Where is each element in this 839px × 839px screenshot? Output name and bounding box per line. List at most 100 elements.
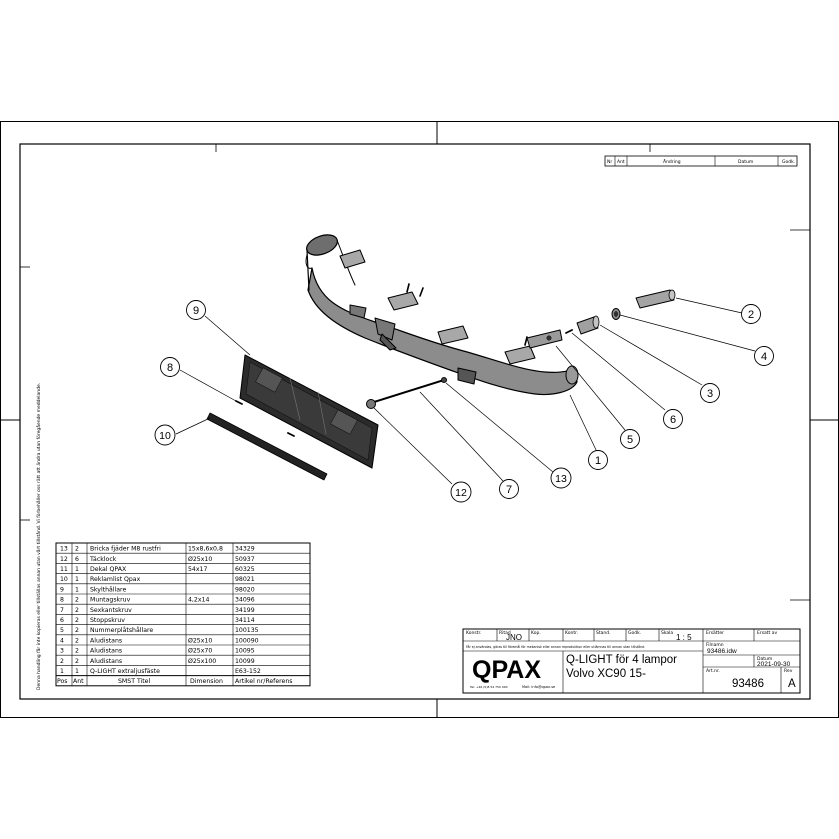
bom-cell-artikel: 34114 bbox=[235, 617, 255, 624]
callout-8: 8 bbox=[160, 357, 180, 377]
bom-header-pos: Pos bbox=[57, 678, 68, 685]
leader-lines bbox=[175, 297, 756, 485]
advert-strip bbox=[206, 412, 328, 481]
bom-cell-pos: 8 bbox=[60, 597, 64, 604]
revision-table: Nr Ant Ändring Datum Godk. bbox=[604, 155, 798, 167]
skala-label: Skala bbox=[661, 630, 673, 636]
bom-cell-titel: Aludistans bbox=[90, 658, 122, 665]
konstr-label: Konstr. bbox=[466, 630, 481, 636]
bom-cell-ant: 6 bbox=[75, 556, 79, 563]
bom-cell-pos: 7 bbox=[60, 607, 64, 614]
bom-header-dimension: Dimension bbox=[190, 678, 223, 685]
bom-cell-pos: 3 bbox=[60, 648, 64, 655]
kop-label: Kop. bbox=[531, 630, 541, 636]
svg-text:1: 1 bbox=[595, 455, 601, 467]
contact-mail: Mail: info@qpax.se bbox=[522, 685, 555, 689]
bom-cell-dimension: Ø25x10 bbox=[188, 636, 212, 644]
godk-label: Godk. bbox=[628, 630, 641, 636]
ritad-label: Ritad bbox=[499, 630, 511, 636]
bom-cell-titel: Q-LIGHT extraljusfäste bbox=[90, 668, 160, 675]
bom-cell-dimension: 15x8,6x0,8 bbox=[188, 546, 223, 553]
bom-header-ant: Ant bbox=[73, 678, 84, 685]
bom-cell-pos: 10 bbox=[60, 576, 68, 583]
bom-cell-artikel: E63-152 bbox=[235, 668, 261, 675]
callout-7: 7 bbox=[499, 479, 519, 499]
bom-cell-dimension: Ø25x100 bbox=[188, 657, 216, 665]
bom-header-artikel: Artikel nr/Referens bbox=[235, 678, 293, 685]
svg-text:4: 4 bbox=[761, 351, 767, 363]
drawing-title-line1: Q-LIGHT för 4 lampor bbox=[566, 654, 677, 666]
ritad-value: JNO bbox=[506, 633, 522, 642]
bom-cell-pos: 4 bbox=[60, 637, 64, 644]
svg-text:9: 9 bbox=[193, 305, 199, 317]
bom-cell-titel: Stoppskruv bbox=[90, 617, 125, 624]
bom-cell-ant: 1 bbox=[75, 566, 79, 573]
bom-cell-artikel: 10099 bbox=[235, 658, 255, 665]
contact-tel: Tel: +46 (0)8 54 750 000 bbox=[469, 685, 508, 689]
rev-header-godk: Godk. bbox=[782, 159, 795, 165]
bom-cell-ant: 2 bbox=[75, 648, 79, 655]
filnamn-label: Filnamn bbox=[706, 642, 724, 648]
bom-cell-pos: 11 bbox=[60, 566, 68, 573]
datum-value: 2021-09-30 bbox=[757, 661, 791, 668]
bom-cell-ant: 1 bbox=[75, 576, 79, 583]
svg-text:3: 3 bbox=[707, 388, 713, 400]
skala-value: 1 : 5 bbox=[676, 633, 692, 642]
bom-cell-ant: 2 bbox=[75, 627, 79, 634]
bom-cell-titel: Aludistans bbox=[90, 637, 122, 644]
bom-cell-ant: 1 bbox=[75, 668, 79, 675]
drawing-title-line2: Volvo XC90 15- bbox=[566, 668, 646, 680]
bom-cell-ant: 1 bbox=[75, 586, 79, 593]
rev-header-nr: Nr bbox=[607, 159, 612, 165]
callout-1: 1 bbox=[588, 450, 608, 470]
bom-cell-ant: 2 bbox=[75, 658, 79, 665]
bom-cell-dimension: Ø25x70 bbox=[188, 647, 212, 655]
bom-cell-artikel: 100135 bbox=[235, 627, 259, 634]
rev-header-andring: Ändring bbox=[663, 158, 681, 165]
artnr-value: 93486 bbox=[732, 678, 764, 690]
bom-cell-titel: Nummerplåtshållare bbox=[90, 625, 153, 634]
legal-note: Får ej användas, göras till föremål för … bbox=[466, 644, 645, 649]
artnr-label: Art.nr. bbox=[706, 668, 720, 674]
plate-holder bbox=[526, 329, 563, 349]
svg-text:6: 6 bbox=[670, 414, 676, 426]
bom-cell-pos: 9 bbox=[60, 586, 64, 593]
long-bolt bbox=[373, 379, 445, 403]
side-note: Denna handling får inte kopieras eller t… bbox=[35, 383, 42, 690]
svg-text:12: 12 bbox=[455, 487, 467, 499]
mounting-screw bbox=[235, 400, 243, 405]
kontr-label: Kontr. bbox=[565, 630, 578, 636]
ersatter-label: Ersätter bbox=[706, 630, 724, 636]
callout-10: 10 bbox=[154, 424, 176, 446]
bom-cell-titel: Skylthållare bbox=[90, 584, 126, 593]
light-bracket-tube bbox=[305, 234, 579, 396]
rev-value: A bbox=[788, 678, 796, 690]
set-screw bbox=[565, 329, 573, 334]
bom-cell-pos: 12 bbox=[60, 556, 68, 563]
callout-12: 12 bbox=[450, 481, 472, 503]
callout-3: 3 bbox=[700, 383, 720, 403]
callout-13: 13 bbox=[550, 467, 572, 489]
bom-cell-dimension: 4,2x14 bbox=[188, 597, 209, 604]
bom-cell-pos: 13 bbox=[60, 546, 68, 553]
filnamn-value: 93486.idw bbox=[707, 648, 737, 655]
stand-label: Stand. bbox=[596, 630, 611, 636]
callout-2: 2 bbox=[741, 304, 761, 324]
bom-cell-ant: 2 bbox=[75, 617, 79, 624]
bom-cell-artikel: 34329 bbox=[235, 546, 255, 553]
rev-header-ant: Ant bbox=[617, 159, 625, 165]
bom-cell-ant: 2 bbox=[75, 607, 79, 614]
bom-cell-ant: 2 bbox=[75, 597, 79, 604]
bom-cell-ant: 2 bbox=[75, 546, 79, 553]
callout-5: 5 bbox=[620, 429, 640, 449]
datum-label: Datum bbox=[757, 656, 772, 662]
exploded-assembly-drawing bbox=[206, 234, 676, 481]
svg-text:8: 8 bbox=[167, 362, 173, 374]
washer-13 bbox=[440, 376, 447, 383]
bom-cell-titel: Täcklock bbox=[89, 556, 117, 563]
bom-cell-artikel: 34199 bbox=[235, 607, 255, 614]
sheet-inner-border bbox=[19, 143, 811, 700]
bom-cell-titel: Reklamlist Qpax bbox=[90, 576, 141, 583]
ersatt-av-label: Ersatt av bbox=[757, 630, 778, 636]
